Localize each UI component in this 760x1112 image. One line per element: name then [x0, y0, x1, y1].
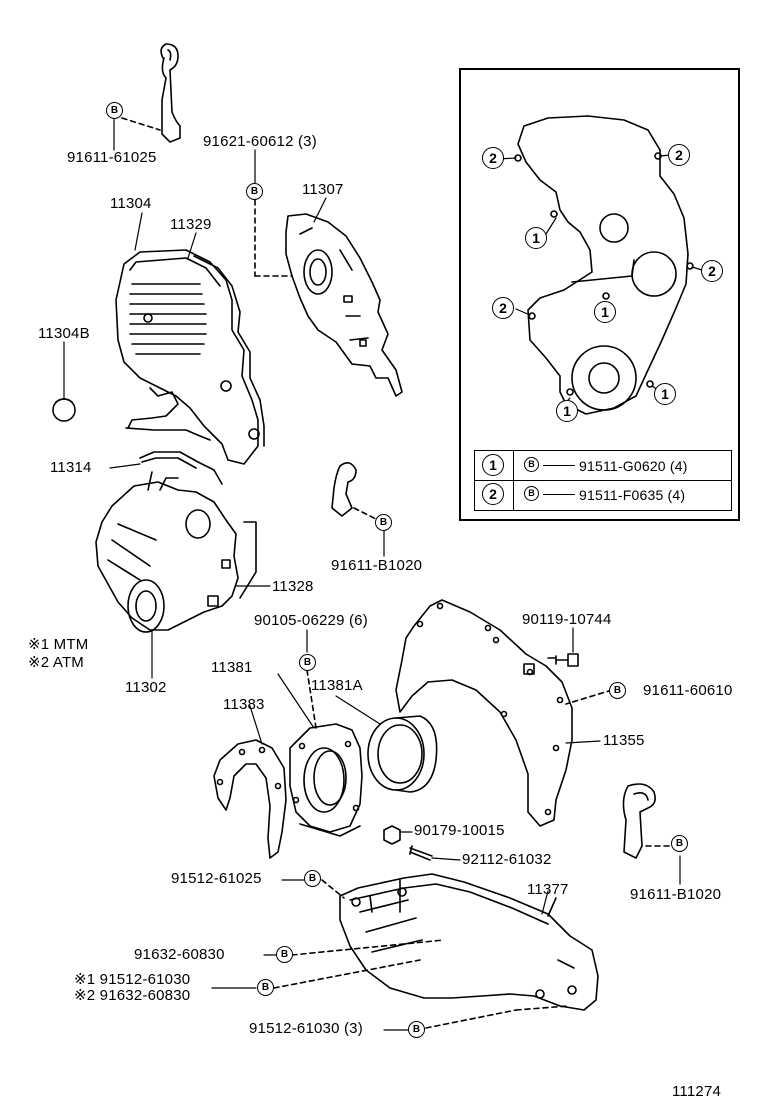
oil-seal-11381a: [367, 715, 438, 793]
hook-bracket-middle: [331, 462, 385, 557]
callout-11314: 11314: [50, 459, 92, 476]
callout-91611-b1020-b: 91611-B1020: [630, 886, 722, 903]
callout-92112-61032: 92112-61032: [462, 851, 552, 868]
inset-marker-1: 1: [654, 383, 676, 405]
gasket-11314: [139, 451, 223, 485]
legend-part-number: 91511-F0635 (4): [579, 487, 686, 503]
bolt-symbol: B: [524, 457, 539, 472]
inset-marker-2: 2: [668, 144, 690, 166]
callout-11304b: 11304B: [38, 325, 90, 342]
callout-11329: 11329: [170, 216, 212, 233]
callout-91611-b1020-a: 91611-B1020: [331, 557, 423, 574]
inset-marker-1: 1: [594, 301, 616, 323]
bolt-symbol: B: [671, 835, 688, 852]
callout-11383: 11383: [223, 696, 265, 713]
callout-90105-06229: 90105-06229 (6): [254, 612, 368, 629]
callout-11304: 11304: [110, 195, 152, 212]
callout-11381: 11381: [211, 659, 253, 676]
nut-90179: [383, 825, 401, 845]
inset-marker-1: 1: [525, 227, 547, 249]
callout-91512-61030-3: 91512-61030 (3): [249, 1020, 363, 1037]
legend-marker: 2: [482, 483, 504, 505]
legend-row-2: 2 B 91511-F0635 (4): [475, 480, 731, 509]
callout-11355: 11355: [603, 732, 645, 749]
note-atm: ※2 ATM: [28, 654, 84, 671]
legend-row-1: 1 B 91511-G0620 (4): [475, 451, 731, 481]
bolt-symbol: B: [375, 514, 392, 531]
stud-92112: [409, 845, 433, 861]
callout-91621-60612: 91621-60612 (3): [203, 133, 317, 150]
callout-91512-61025: 91512-61025: [171, 870, 262, 887]
bolt-symbol: B: [276, 946, 293, 963]
upper-back-cover-11307: [285, 213, 403, 397]
bolt-symbol: B: [299, 654, 316, 671]
inset-marker-1: 1: [556, 400, 578, 422]
stiffening-plate-11377: [339, 873, 599, 1011]
lower-cover-11302: [95, 471, 257, 633]
inset-legend-table: 1 B 91511-G0620 (4) 2 B 91511-F0635 (4): [474, 450, 732, 511]
bolt-90119: [547, 653, 579, 667]
bolt-symbol: B: [304, 870, 321, 887]
bolt-symbol: B: [408, 1021, 425, 1038]
bolt-symbol: B: [609, 682, 626, 699]
legend-marker: 1: [482, 454, 504, 476]
callout-11381a: 11381A: [311, 677, 363, 694]
callout-91512-61030-mtm: ※1 91512-61030: [74, 971, 191, 988]
end-plate-11355: [395, 599, 573, 827]
callout-91611-60610: 91611-60610: [643, 683, 733, 699]
inset-cover-outline: [496, 115, 703, 415]
bolt-symbol: B: [246, 183, 263, 200]
figure-number: 111274: [672, 1083, 722, 1100]
callout-90179-10015: 90179-10015: [414, 822, 505, 839]
bolt-symbol: B: [524, 486, 539, 501]
callout-11377: 11377: [527, 881, 569, 898]
upper-front-cover-11304: [115, 249, 265, 465]
callout-91611-61025: 91611-61025: [67, 149, 157, 166]
callout-91632-60830-atm: ※2 91632-60830: [74, 987, 191, 1004]
callout-91632-60830: 91632-60830: [134, 946, 225, 963]
note-mtm: ※1 MTM: [28, 636, 89, 653]
callout-11307: 11307: [302, 181, 344, 198]
callout-90119-10744: 90119-10744: [522, 611, 612, 628]
bolt-symbol: B: [257, 979, 274, 996]
inset-marker-2: 2: [701, 260, 723, 282]
retainer-gasket-11383: [213, 739, 287, 859]
bolt-symbol: B: [106, 102, 123, 119]
legend-part-number: 91511-G0620 (4): [579, 458, 688, 474]
callout-11302: 11302: [125, 679, 167, 696]
callout-11328: 11328: [272, 578, 314, 595]
inset-marker-2: 2: [492, 297, 514, 319]
hook-bracket-right: [622, 783, 681, 885]
hook-bracket-top: [113, 43, 181, 151]
inset-panel: [459, 68, 740, 521]
inset-marker-2: 2: [482, 147, 504, 169]
seal-retainer-11381: [289, 723, 363, 837]
